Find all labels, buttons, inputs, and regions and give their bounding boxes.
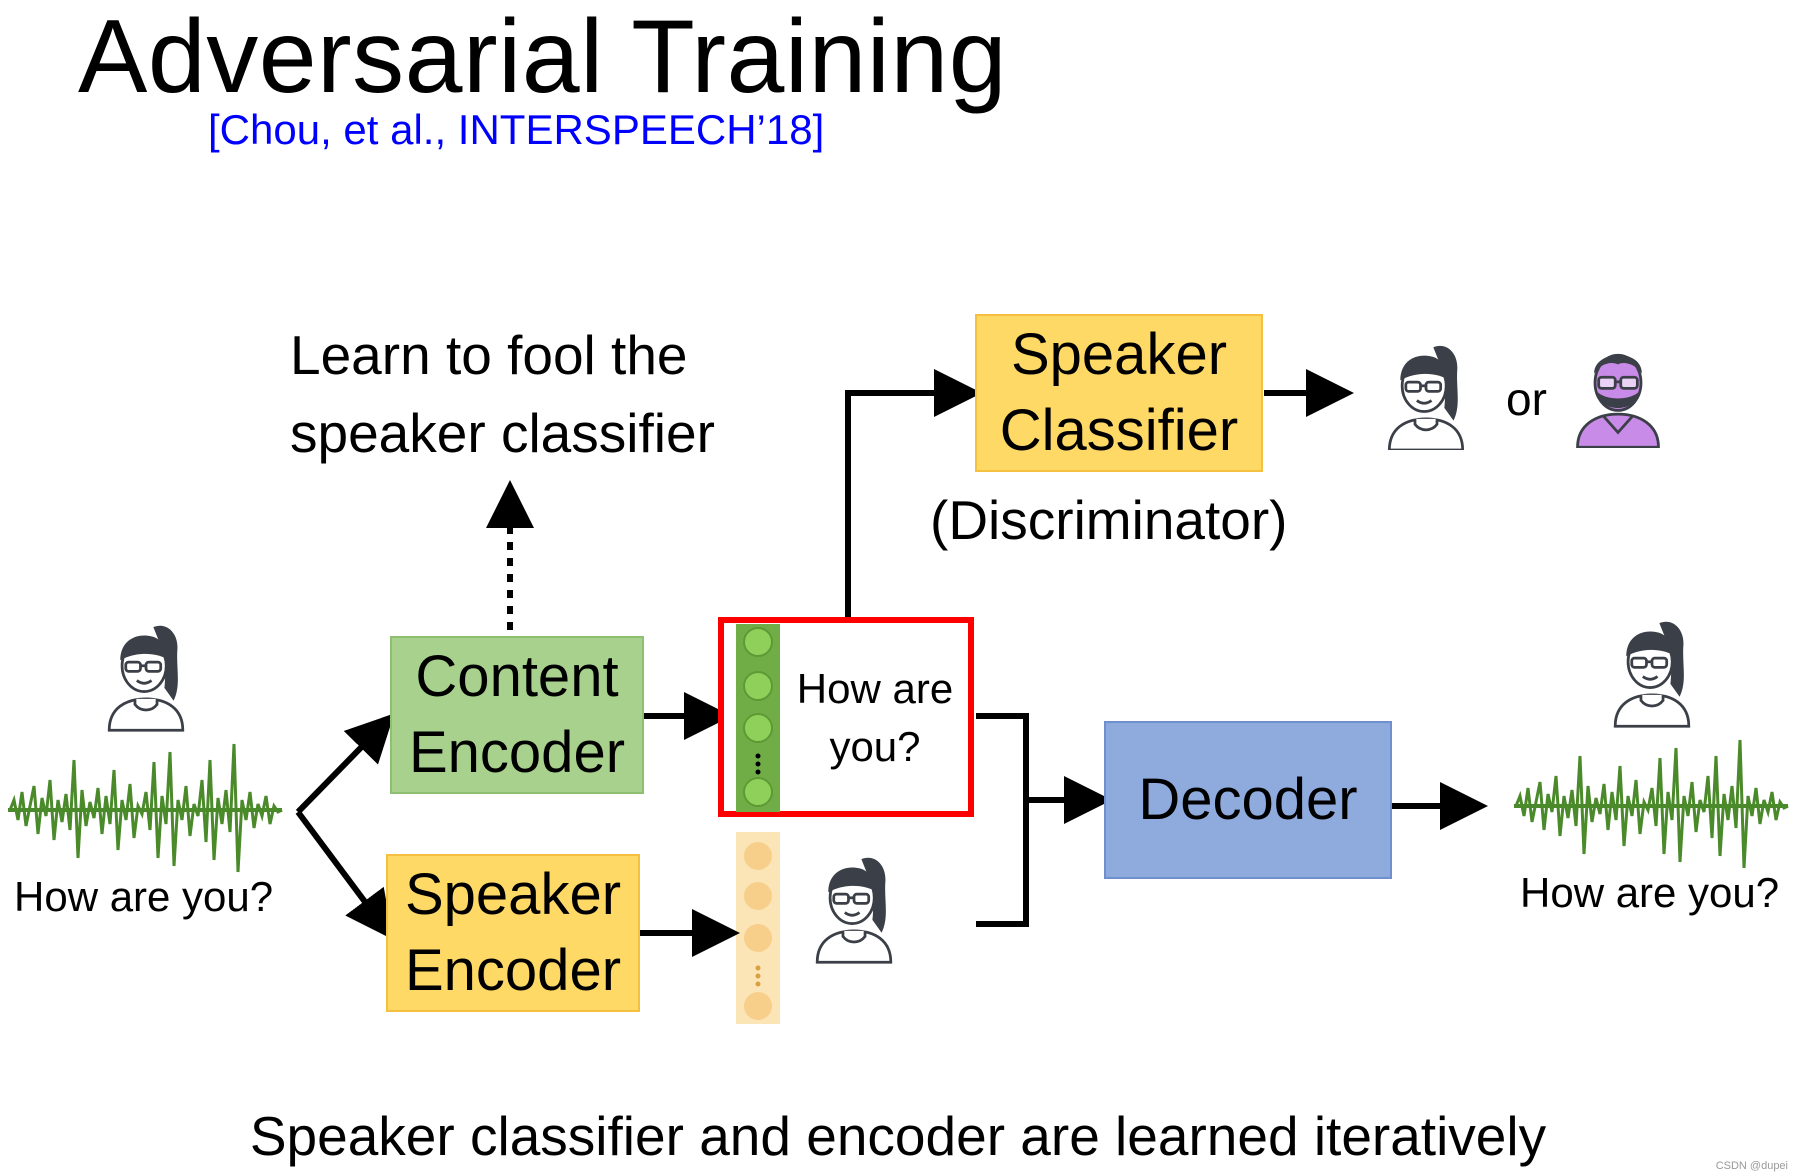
adversarial-note: Learn to fool the speaker classifier xyxy=(290,324,715,464)
slide-caption: Speaker classifier and encoder are learn… xyxy=(249,1105,1547,1167)
citation-link[interactable]: [Chou, et al., INTERSPEECH’18] xyxy=(208,106,825,153)
input-waveform-icon xyxy=(8,743,283,873)
speaker-classifier-box: Speaker Classifier xyxy=(975,314,1263,472)
slide-title: Adversarial Training xyxy=(78,0,1008,115)
content-vector-text: How are you? xyxy=(796,665,954,770)
input-utterance-label: How are you? xyxy=(14,873,274,920)
content-encoder-box: Content Encoder xyxy=(390,636,644,794)
output-utterance-label: How are you? xyxy=(1520,869,1780,916)
content-embedding-vector xyxy=(736,624,780,812)
output-waveform-icon xyxy=(1514,739,1789,869)
discriminator-label: (Discriminator) xyxy=(930,489,1288,551)
decoder-box: Decoder xyxy=(1104,721,1392,879)
or-label: or xyxy=(1506,373,1547,425)
speaker-encoder-box: Speaker Encoder xyxy=(386,854,640,1012)
speaker-embedding-vector xyxy=(736,832,780,1024)
watermark: CSDN @dupei xyxy=(1715,1160,1788,1172)
